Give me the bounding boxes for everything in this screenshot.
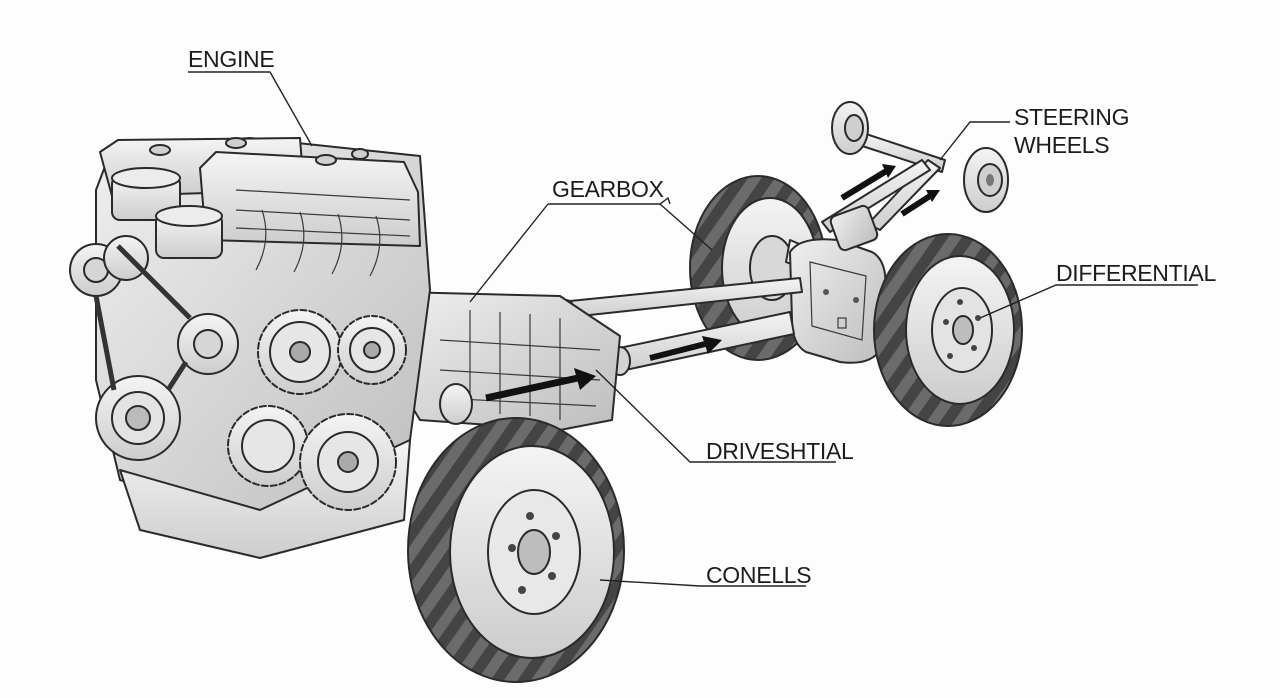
steering-wheels-label-line2: WHEELS: [1014, 132, 1110, 158]
front-wheel: [407, 417, 625, 683]
pistons: [111, 167, 223, 259]
gearbox: [395, 291, 621, 431]
pulleys: [69, 235, 239, 461]
gears: [227, 309, 407, 511]
steering-linkage: [821, 101, 1009, 252]
steering-wheel-right: [963, 147, 1009, 213]
engine-block: [69, 137, 431, 559]
rear-axle-assembly: [689, 175, 1023, 427]
engine-label: ENGINE: [188, 46, 275, 72]
differential-housing: [789, 238, 887, 364]
steering-wheel-left: [831, 101, 869, 155]
differential-label: DIFFERENTIAL: [1056, 260, 1216, 286]
wheels-label: CONELLS: [706, 562, 812, 588]
driveshaft-label: DRIVESHTIAL: [706, 438, 854, 464]
gearbox-label: GEARBOX: [552, 176, 664, 202]
steering-wheels-label-line1: STEERING: [1014, 104, 1130, 130]
leader-lines: [188, 71, 1198, 587]
rear-right-wheel: [873, 233, 1023, 427]
